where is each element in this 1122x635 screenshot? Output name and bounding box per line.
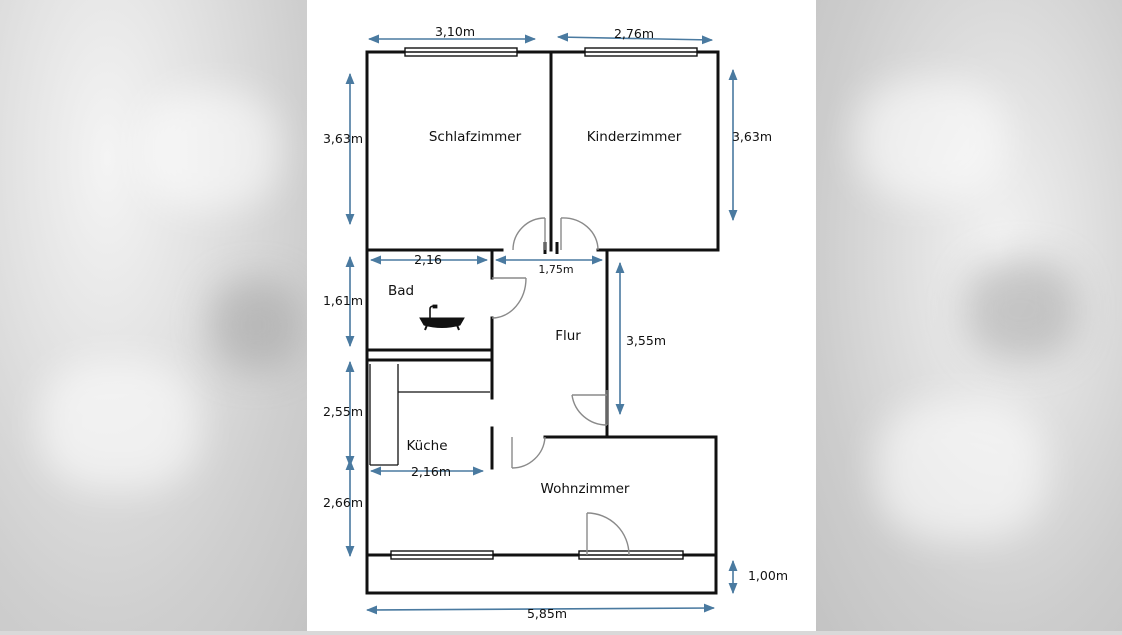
door-flur-right bbox=[571, 390, 608, 426]
dim-label-kueche-height: 2,55m bbox=[323, 404, 363, 419]
dim-label-schlaf-height: 3,63m bbox=[323, 131, 363, 146]
floor-plan-drawing: Schlafzimmer Kinderzimmer Bad Flur Küche… bbox=[323, 24, 788, 621]
dimension-labels: 3,10m 2,76m 3,63m 3,63m 2,16 1,75m 1,61m… bbox=[323, 24, 788, 621]
windows bbox=[390, 47, 698, 560]
dim-label-kinder-width: 2,76m bbox=[614, 26, 654, 41]
door-wohnzimmer-entry bbox=[511, 436, 546, 469]
arrow-total-width bbox=[365, 603, 716, 615]
dimension-arrows bbox=[345, 32, 738, 615]
dim-label-wohn-height: 2,66m bbox=[323, 495, 363, 510]
room-label-kueche: Küche bbox=[406, 438, 447, 454]
room-label-kinderzimmer: Kinderzimmer bbox=[587, 129, 682, 145]
room-label-schlafzimmer: Schlafzimmer bbox=[429, 129, 522, 145]
dim-label-flur-height: 3,55m bbox=[626, 333, 666, 348]
door-bad bbox=[491, 277, 527, 319]
bathtub-icon bbox=[419, 304, 465, 331]
doors bbox=[491, 217, 630, 556]
blurred-background-right bbox=[816, 0, 1122, 631]
door-schlafzimmer bbox=[512, 217, 546, 251]
dim-label-kinder-height: 3,63m bbox=[732, 129, 772, 144]
room-label-wohnzimmer: Wohnzimmer bbox=[541, 481, 630, 497]
dim-label-balcony-depth: 1,00m bbox=[748, 568, 788, 583]
room-labels: Schlafzimmer Kinderzimmer Bad Flur Küche… bbox=[388, 129, 682, 497]
floor-plan: Schlafzimmer Kinderzimmer Bad Flur Küche… bbox=[307, 0, 816, 631]
door-balcony bbox=[586, 512, 630, 556]
room-label-flur: Flur bbox=[555, 328, 581, 344]
door-kinderzimmer bbox=[560, 217, 599, 251]
dim-label-schlaf-width: 3,10m bbox=[435, 24, 475, 39]
dim-label-total-width: 5,85m bbox=[527, 606, 567, 621]
dim-label-bad-width: 2,16 bbox=[414, 252, 442, 267]
blurred-background-left bbox=[0, 0, 307, 631]
dim-label-bad-height: 1,61m bbox=[323, 293, 363, 308]
kitchen-counter bbox=[369, 364, 490, 466]
dim-label-flur-width: 1,75m bbox=[538, 263, 573, 276]
dim-label-kueche-width: 2,16m bbox=[411, 464, 451, 479]
arrow-kinder-width bbox=[556, 32, 714, 45]
room-label-bad: Bad bbox=[388, 283, 414, 299]
